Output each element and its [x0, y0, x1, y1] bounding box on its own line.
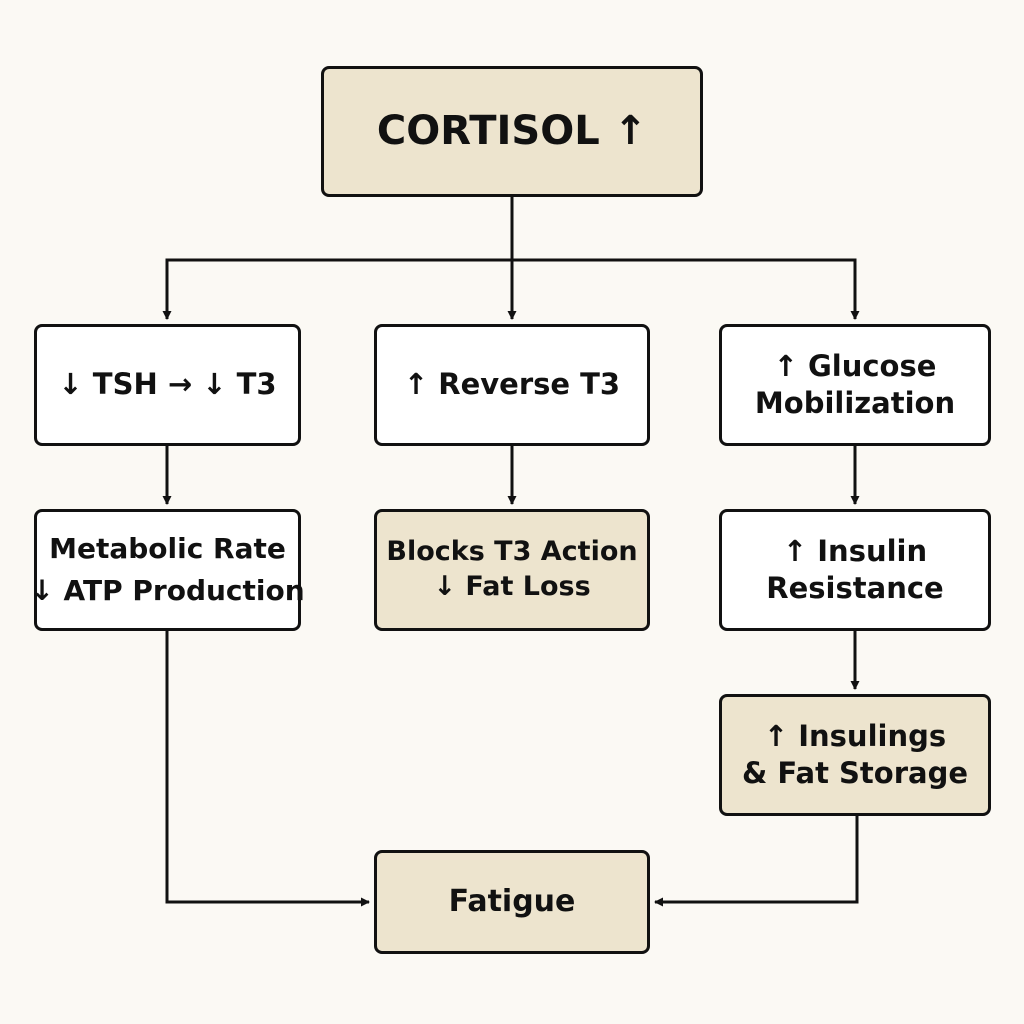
- fatigue-node: Fatigue: [374, 850, 650, 954]
- metabolic-label-line-2: ↓ ATP Production: [30, 574, 305, 607]
- insulin-storage-label-line-1: ↑ Insulings: [763, 718, 947, 753]
- reverse-t3-label: ↑ Reverse T3: [403, 367, 621, 402]
- blocks-t3-label-line-2: ↓ Fat Loss: [433, 571, 591, 602]
- tsh-t3-node: ↓ TSH → ↓ T3: [34, 324, 301, 446]
- blocks-t3-node: Blocks T3 Action ↓ Fat Loss: [374, 509, 650, 631]
- glucose-label-line-2: Mobilization: [754, 386, 956, 420]
- insulin-storage-label-line-2: & Fat Storage: [742, 756, 968, 790]
- metabolic-node: Metabolic Rate ↓ ATP Production: [30, 509, 305, 631]
- edge-cortisol-to-glucose: [512, 258, 860, 320]
- insulin-storage-node: ↑ Insulings & Fat Storage: [719, 694, 991, 816]
- reverse-t3-node: ↑ Reverse T3: [374, 324, 650, 446]
- cortisol-node: CORTISOL ↑: [321, 66, 703, 197]
- blocks-t3-label-line-1: Blocks T3 Action: [386, 536, 638, 568]
- fatigue-label: Fatigue: [448, 883, 576, 919]
- insulin-resistance-label-line-1: ↑ Insulin: [782, 533, 928, 568]
- edge-cortisol-to-tsh-t3: [162, 197, 514, 320]
- edge-metabolic-to-fatigue: [165, 631, 370, 907]
- metabolic-label-line-1: Metabolic Rate: [49, 532, 286, 565]
- tsh-t3-label: ↓ TSH → ↓ T3: [58, 367, 277, 402]
- insulin-resistance-node: ↑ Insulin Resistance: [719, 509, 991, 631]
- glucose-node: ↑ Glucose Mobilization: [719, 324, 991, 446]
- edge-insulin-storage-to-fatigue: [654, 816, 859, 907]
- glucose-label-line-1: ↑ Glucose: [773, 348, 937, 383]
- insulin-resistance-label-line-2: Resistance: [766, 571, 944, 605]
- cortisol-label: CORTISOL ↑: [376, 107, 648, 154]
